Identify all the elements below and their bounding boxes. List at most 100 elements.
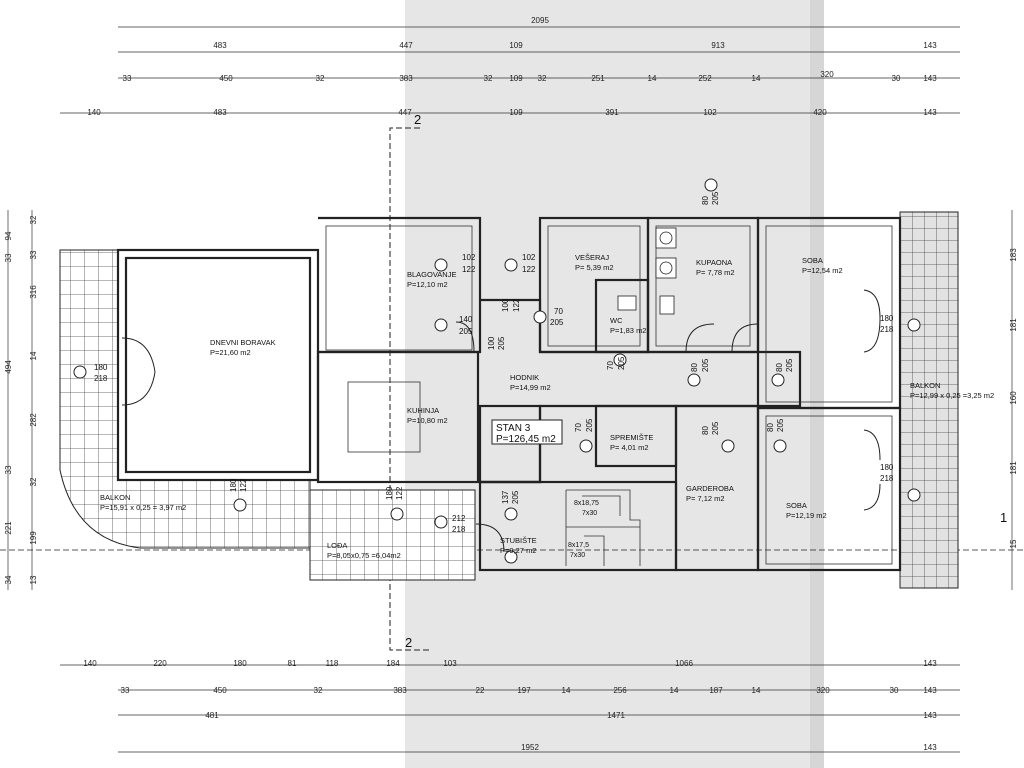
marker-hall-2 [434, 318, 448, 332]
dim-text: 1066 [675, 659, 693, 668]
door-w: 100 [487, 336, 496, 350]
stair-count: 8x18,75 [574, 500, 599, 507]
dim-text: 14 [562, 686, 571, 695]
dim-text: 109 [509, 41, 523, 50]
dim-text: 447 [398, 108, 412, 117]
marker-loggia [390, 507, 404, 521]
room-name: BALKON [910, 381, 940, 390]
right-dimensions: 183 181 160 181 15 [1009, 248, 1018, 549]
dim-text: 483 [213, 108, 227, 117]
room-name: KUPAONA [696, 258, 732, 267]
top-dimension-row-3: 33 450 32 383 32 109 32 251 14 252 14 32… [123, 70, 938, 83]
door-swings [121, 289, 881, 553]
door-h: 122 [512, 298, 521, 312]
door-h: 205 [511, 490, 520, 504]
room-name: DNEVNI BORAVAK [210, 338, 276, 347]
dim-text: 181 [1009, 461, 1018, 475]
dim-text: 251 [591, 74, 605, 83]
door-h: 218 [94, 374, 108, 383]
dim-text: 32 [538, 74, 547, 83]
section-label-bottom: 2 [405, 635, 412, 650]
marker-store [579, 439, 593, 453]
dim-text: 383 [393, 686, 407, 695]
room-area: P=12,99 x 0,25 =3,25 m2 [910, 391, 994, 400]
door-w: 70 [554, 307, 563, 316]
section-line-1: 1 [0, 510, 1024, 551]
dim-text: 14 [29, 351, 38, 360]
dim-text: 391 [605, 108, 619, 117]
dim-text: 32 [314, 686, 323, 695]
room-area: P=8,05x0,75 =6,04m2 [327, 551, 401, 560]
dim-text: 197 [517, 686, 531, 695]
dim-text: 32 [316, 74, 325, 83]
marker-balcony [233, 498, 247, 512]
door-w: 70 [574, 423, 583, 432]
dimension-lines [7, 26, 1013, 753]
dim-text: 252 [698, 74, 712, 83]
room-name: BLAGOVANJE [407, 270, 456, 279]
door-labels: 102 122 102 122 140 205 100 122 70 205 7… [94, 191, 894, 534]
unit-area: P=126,45 m2 [496, 434, 556, 445]
bathroom-fixtures [617, 227, 677, 315]
section-line-2: 2 2 [389, 112, 430, 651]
dim-text: 140 [83, 659, 97, 668]
marker-bath-door [687, 373, 701, 387]
top-dimension-row-2: 483 447 109 913 143 [213, 41, 937, 50]
dim-text: 180 [233, 659, 247, 668]
door-h: 205 [701, 358, 710, 372]
top-dimension-row-1: 2095 [531, 16, 549, 25]
dim-text: 118 [326, 659, 339, 668]
dim-text: 34 [4, 575, 13, 584]
dim-text: 450 [219, 74, 233, 83]
dim-text: 383 [399, 74, 413, 83]
door-h: 205 [711, 421, 720, 435]
dim-text: 199 [29, 531, 38, 545]
dim-text: 32 [29, 215, 38, 224]
bottom-dimension-row-4: 1952 143 [521, 743, 937, 752]
door-w: 80 [690, 363, 699, 372]
dim-text: 447 [399, 41, 413, 50]
bottom-dimension-row-3: 481 1471 143 [205, 711, 937, 720]
stair-labels: 8x18,75 7x30 8x17,5 7x30 [568, 500, 599, 559]
dim-text: 160 [1009, 391, 1018, 405]
marker-stair-3 [504, 550, 518, 564]
toilet-icon [617, 295, 637, 311]
section-label-top: 2 [414, 112, 421, 127]
door-h: 218 [880, 325, 894, 334]
marker-dining [434, 258, 448, 272]
door-w: 137 [501, 490, 510, 504]
room-area: P=21,60 m2 [210, 348, 251, 357]
scan-shadow-band [405, 0, 820, 768]
marker-bed2 [907, 488, 921, 502]
door-h: 205 [785, 358, 794, 372]
stair-count: 8x17,5 [568, 542, 589, 549]
door-markers [73, 178, 921, 564]
door-w: 102 [462, 253, 476, 262]
dim-text: 483 [213, 41, 227, 50]
marker-hall-1 [504, 258, 518, 272]
dim-text: 109 [509, 108, 523, 117]
door-w: 180 [880, 314, 894, 323]
room-area: P=12,54 m2 [802, 266, 843, 275]
dim-text: 320 [816, 686, 830, 695]
room-name: STUBIŠTE [500, 536, 537, 545]
room-area: P=15,91 x 0,25 = 3,97 m2 [100, 503, 186, 512]
dim-text: 143 [923, 74, 937, 83]
dim-text: 143 [923, 659, 937, 668]
dim-text: 143 [923, 41, 937, 50]
room-name: SOBA [786, 501, 807, 510]
dim-text: 220 [153, 659, 167, 668]
door-w: 140 [459, 315, 473, 324]
dim-text: 481 [205, 711, 219, 720]
stair-size: 7x30 [570, 552, 585, 559]
room-area: P=9,27 m2 [500, 546, 536, 555]
dim-text: 32 [29, 477, 38, 486]
dim-text: 143 [923, 711, 937, 720]
dim-text: 33 [123, 74, 132, 83]
door-w: 100 [501, 298, 510, 312]
stair-size: 7x30 [582, 510, 597, 517]
dim-text: 1471 [607, 711, 625, 720]
door-h: 122 [239, 478, 248, 492]
dim-text: 320 [820, 70, 834, 79]
door-h: 205 [617, 356, 626, 370]
